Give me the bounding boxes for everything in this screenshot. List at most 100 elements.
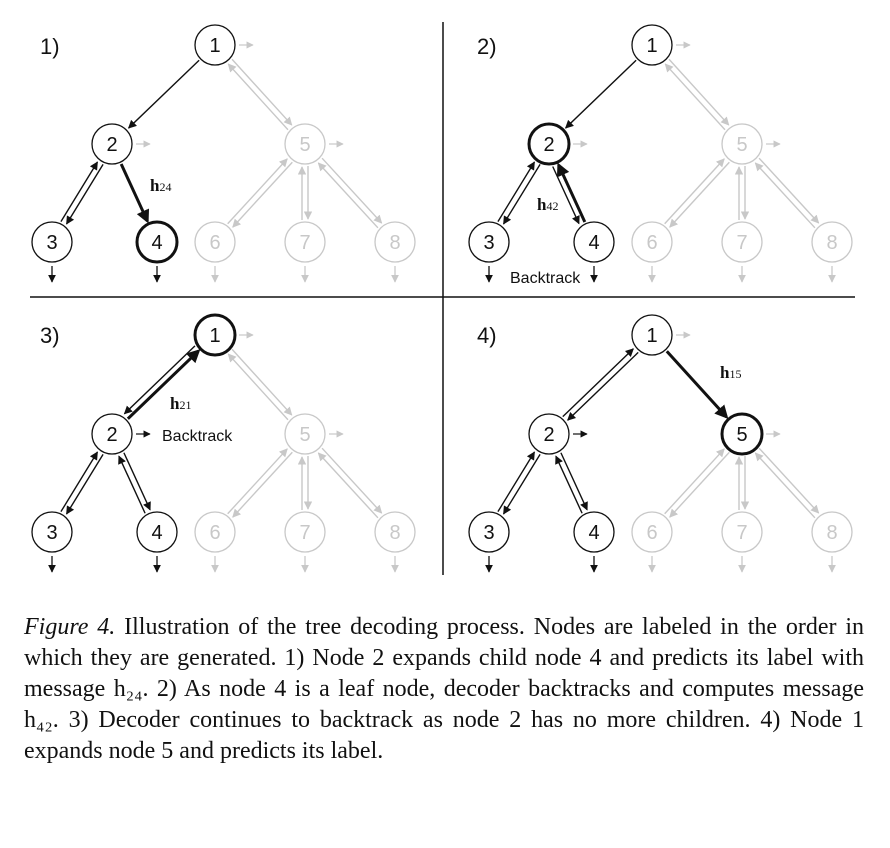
- edge-8-5: [317, 162, 379, 229]
- message-h24-main: h: [150, 176, 160, 195]
- node-label-6: 6: [209, 522, 220, 544]
- node-circle-3: [468, 511, 510, 553]
- node-circle-7: [721, 511, 763, 553]
- node-circle-4: [573, 511, 615, 553]
- edge-4-2: [555, 455, 583, 514]
- node-circle-2: [91, 123, 133, 165]
- edge-2-1: [562, 348, 634, 418]
- node-circle-8: [374, 221, 416, 263]
- edge-1-2: [127, 59, 200, 129]
- node-label-2: 2: [543, 134, 554, 156]
- node-label-4: 4: [151, 232, 162, 254]
- node-circle-6: [194, 511, 236, 553]
- edge-5-8: [321, 157, 383, 224]
- node-label-6: 6: [209, 232, 220, 254]
- edge-5-1: [227, 353, 289, 421]
- edge-3-2: [60, 451, 99, 513]
- node-label-1: 1: [209, 35, 220, 57]
- node-label-4: 4: [588, 522, 599, 544]
- node-label-8: 8: [826, 522, 837, 544]
- message-h42: h42: [537, 195, 558, 214]
- edge-5-1: [664, 63, 726, 131]
- edge-1-2: [123, 345, 196, 415]
- message-h15: h15: [720, 363, 741, 382]
- edge-6-5: [664, 448, 725, 515]
- edge-bold-4-2: [556, 162, 587, 223]
- message-h21: h21: [170, 394, 191, 413]
- panel-3-label: 3): [40, 323, 60, 348]
- figure-caption: Figure 4. Illustration of the tree decod…: [24, 612, 864, 767]
- edge-bold-2-4: [119, 163, 150, 224]
- message-h42-main: h: [537, 195, 547, 214]
- node-label-3: 3: [46, 522, 57, 544]
- message-h15-sub: 15: [729, 367, 741, 381]
- edge-8-5: [754, 452, 816, 519]
- tree-decoding-figure: 1) 2) 3) 4) Backtrack Backtrack h24 h42 …: [30, 22, 855, 575]
- node-label-2: 2: [106, 134, 117, 156]
- node-label-8: 8: [389, 232, 400, 254]
- edge-1-2: [564, 59, 637, 129]
- node-label-6: 6: [646, 522, 657, 544]
- message-h24-sub: 24: [159, 180, 171, 194]
- edge-2-4: [560, 452, 588, 511]
- edge-2-3: [502, 453, 541, 515]
- node-circle-1: [194, 24, 236, 66]
- node-circle-4: [573, 221, 615, 263]
- node-circle-7: [284, 221, 326, 263]
- node-circle-4: [136, 511, 178, 553]
- node-circle-1: [193, 313, 237, 357]
- edge-2-3: [65, 453, 104, 515]
- message-h24: h24: [150, 176, 171, 195]
- edge-5-8: [758, 157, 820, 224]
- node-label-4: 4: [588, 232, 599, 254]
- node-circle-7: [284, 511, 326, 553]
- node-label-6: 6: [646, 232, 657, 254]
- node-circle-5: [721, 123, 763, 165]
- node-label-7: 7: [299, 522, 310, 544]
- node-label-5: 5: [736, 424, 747, 446]
- edge-5-6: [232, 161, 293, 228]
- node-label-5: 5: [299, 424, 310, 446]
- node-circle-5: [284, 413, 326, 455]
- edge-2-4: [123, 452, 151, 511]
- node-circle-2: [91, 413, 133, 455]
- node-circle-8: [374, 511, 416, 553]
- panel-4-label: 4): [477, 323, 497, 348]
- node-label-2: 2: [106, 424, 117, 446]
- node-circle-8: [811, 511, 853, 553]
- edge-4-2: [118, 455, 146, 514]
- edge-1-5: [231, 348, 293, 416]
- node-label-8: 8: [389, 522, 400, 544]
- edge-8-5: [754, 162, 816, 229]
- edge-2-3: [65, 163, 104, 225]
- panel-1-label: 1): [40, 34, 60, 59]
- node-circle-1: [631, 314, 673, 356]
- node-label-7: 7: [736, 232, 747, 254]
- edge-2-4: [552, 166, 580, 225]
- edge-bold-2-1: [126, 349, 201, 420]
- node-circle-2: [528, 413, 570, 455]
- edge-1-5: [231, 58, 293, 126]
- node-label-2: 2: [543, 424, 554, 446]
- node-circle-2: [527, 122, 571, 166]
- panel-2-backtrack-label: Backtrack: [510, 270, 581, 287]
- message-h21-main: h: [170, 394, 180, 413]
- edge-3-2: [60, 161, 99, 223]
- edge-5-8: [321, 447, 383, 514]
- node-label-3: 3: [483, 232, 494, 254]
- figure-number: Figure 4.: [24, 614, 116, 640]
- node-circle-3: [468, 221, 510, 263]
- node-circle-5: [284, 123, 326, 165]
- node-label-1: 1: [646, 35, 657, 57]
- node-circle-8: [811, 221, 853, 263]
- node-circle-1: [631, 24, 673, 66]
- panel-2-label: 2): [477, 34, 497, 59]
- edge-2-3: [502, 163, 541, 225]
- edge-5-6: [669, 451, 730, 518]
- node-circle-5: [720, 412, 764, 456]
- edge-5-6: [669, 161, 730, 228]
- node-label-1: 1: [209, 325, 220, 347]
